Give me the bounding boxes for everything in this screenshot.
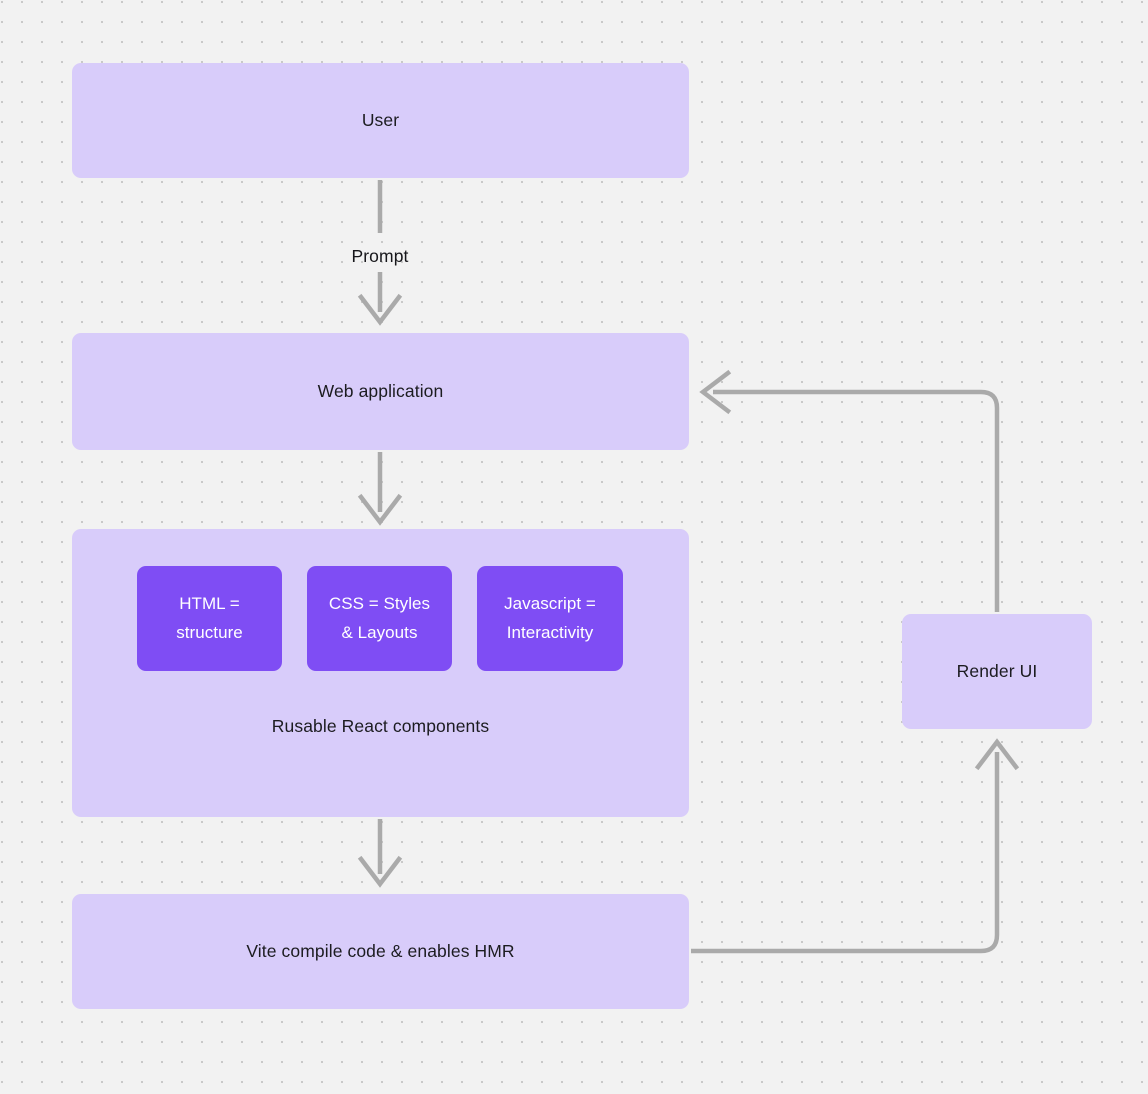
- node-render-ui-label: Render UI: [956, 660, 1038, 681]
- edge-vite-to-render: [691, 738, 1020, 954]
- edge-webapp-to-components: [357, 452, 403, 526]
- node-html[interactable]: HTML = structure: [137, 566, 282, 671]
- node-javascript[interactable]: Javascript = Interactivity: [477, 566, 623, 671]
- node-javascript-line1: Javascript =: [504, 593, 596, 613]
- edge-render-to-webapp: [699, 369, 1000, 612]
- node-css-line1: CSS = Styles: [328, 593, 431, 613]
- node-css[interactable]: CSS = Styles & Layouts: [307, 566, 452, 671]
- edge-label-prompt: Prompt: [351, 246, 409, 266]
- node-javascript-label: Javascript = Interactivity: [504, 590, 596, 648]
- edge-components-to-vite: [357, 819, 403, 888]
- node-css-line2: & Layouts: [341, 622, 418, 642]
- node-vite[interactable]: Vite compile code & enables HMR: [72, 894, 689, 1009]
- components-caption: Rusable React components: [271, 716, 490, 736]
- node-web-application[interactable]: Web application: [72, 333, 689, 450]
- node-javascript-line2: Interactivity: [506, 622, 594, 642]
- node-vite-label: Vite compile code & enables HMR: [246, 940, 515, 961]
- node-render-ui[interactable]: Render UI: [902, 614, 1092, 729]
- node-html-label: HTML = structure: [176, 590, 243, 648]
- node-css-label: CSS = Styles & Layouts: [329, 590, 430, 648]
- node-html-line2: structure: [176, 622, 243, 642]
- node-web-application-label: Web application: [317, 380, 444, 401]
- node-user[interactable]: User: [72, 63, 689, 178]
- node-user-label: User: [361, 109, 400, 130]
- node-html-line1: HTML =: [179, 593, 240, 613]
